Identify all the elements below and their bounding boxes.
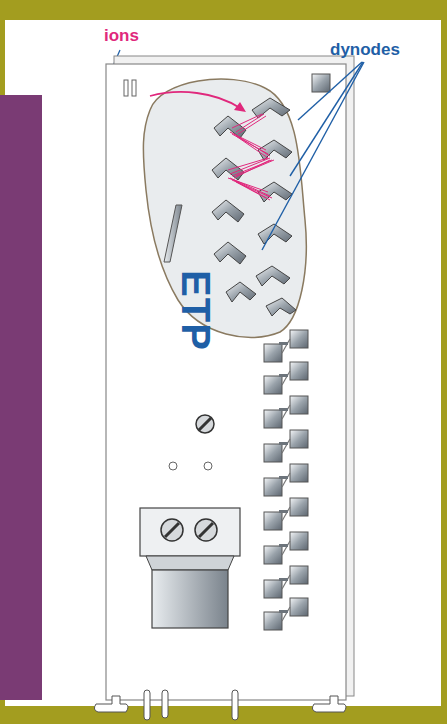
contact-pad — [312, 74, 330, 92]
front-plate — [106, 64, 346, 700]
slot — [132, 80, 136, 96]
side-panel — [0, 95, 42, 700]
electron-cascade — [228, 114, 274, 200]
ion-arrowhead — [234, 102, 246, 112]
dynode — [212, 200, 244, 222]
mounting-bracket — [140, 508, 240, 628]
dynode-label: dynodes — [330, 40, 400, 60]
cutaway-window — [143, 79, 306, 337]
bottom-band — [0, 706, 447, 724]
dynode — [258, 140, 292, 160]
top-band — [0, 0, 447, 20]
dynode — [214, 116, 246, 138]
dynode — [212, 158, 244, 180]
hole — [204, 462, 212, 470]
dynode — [256, 266, 290, 286]
dynode — [252, 98, 290, 118]
ion-label: ions — [104, 26, 139, 46]
deflector-plate — [164, 205, 182, 262]
dynode — [258, 182, 292, 202]
dynode — [226, 282, 256, 302]
leader-lines — [262, 62, 364, 250]
resistor-chain — [264, 330, 308, 630]
hole — [169, 462, 177, 470]
dynode — [214, 242, 246, 264]
screw — [196, 415, 214, 433]
device-brand: ETP — [172, 270, 217, 351]
ion-path — [150, 92, 240, 108]
pins — [144, 690, 238, 720]
right-band — [441, 0, 447, 724]
dynode-group — [212, 98, 296, 316]
dynode — [266, 298, 296, 316]
device-body: ETP — [150, 250, 240, 370]
slot — [124, 80, 128, 96]
mounting-tab — [94, 696, 346, 712]
